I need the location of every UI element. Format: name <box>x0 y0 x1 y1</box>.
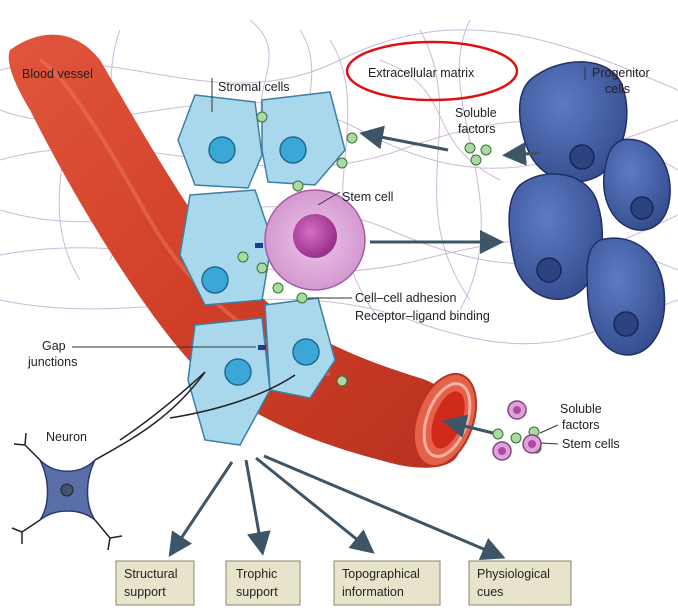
label-stem-cell: Stem cell <box>342 190 393 204</box>
cue-box-line2: information <box>342 585 404 599</box>
label-gap-line2: junctions <box>27 355 77 369</box>
label-soluble-bottom-line1: Soluble <box>560 402 602 416</box>
label-extracellular-matrix: Extracellular matrix <box>368 66 475 80</box>
label-progenitor-line1: Progenitor <box>592 66 650 80</box>
cue-box-line1: Topographical <box>342 567 420 581</box>
stem-cell <box>265 190 365 290</box>
cue-box-trophic: Trophic support <box>226 561 300 605</box>
label-soluble-bottom-line2: factors <box>562 418 600 432</box>
cue-box-line1: Physiological <box>477 567 550 581</box>
label-blood-vessel: Blood vessel <box>22 67 93 81</box>
label-neuron: Neuron <box>46 430 87 444</box>
label-stem-cells: Stem cells <box>562 437 620 451</box>
cue-box-line1: Structural <box>124 567 178 581</box>
label-soluble-top-line2: factors <box>458 122 496 136</box>
cue-box-structural: Structural support <box>116 561 194 605</box>
cue-box-topographical: Topographical information <box>334 561 440 605</box>
label-stromal-cells: Stromal cells <box>218 80 290 94</box>
label-gap-line1: Gap <box>42 339 66 353</box>
cue-box-line1: Trophic <box>236 567 277 581</box>
gap-junction-marker <box>255 243 263 248</box>
label-soluble-top-line1: Soluble <box>455 106 497 120</box>
cue-box-line2: support <box>124 585 166 599</box>
gap-junction-marker <box>258 345 266 350</box>
cue-box-line2: support <box>236 585 278 599</box>
progenitor-cells <box>509 62 670 355</box>
label-progenitor-line2: cells <box>605 82 630 96</box>
label-receptor-binding: Receptor–ligand binding <box>355 309 490 323</box>
cue-box-line2: cues <box>477 585 503 599</box>
label-cell-adhesion: Cell–cell adhesion <box>355 291 457 305</box>
cue-box-physiological: Physiological cues <box>469 561 571 605</box>
